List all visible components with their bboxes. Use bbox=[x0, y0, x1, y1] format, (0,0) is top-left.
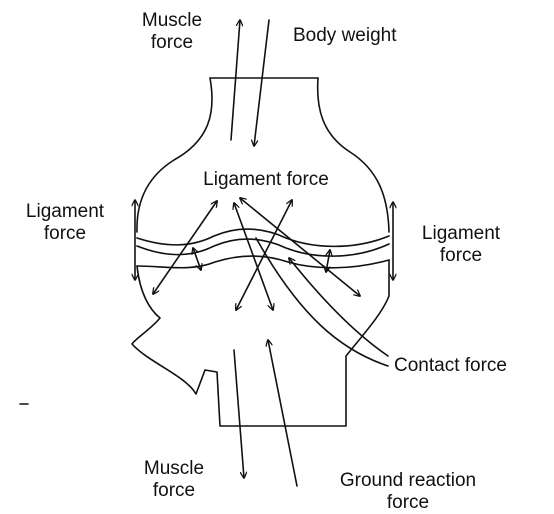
muscle-force-bottom-arrow bbox=[234, 350, 244, 478]
ligament-force-right-label: Ligament force bbox=[400, 223, 522, 267]
contact-force-leader-line bbox=[256, 238, 388, 366]
femur-outline bbox=[137, 78, 389, 232]
ligament-cross-arrow-1 bbox=[153, 201, 217, 294]
body-weight-arrow bbox=[254, 20, 269, 146]
muscle-force-top-label: Muscle force bbox=[126, 10, 218, 54]
ligament-force-middle-label: Ligament force bbox=[176, 169, 356, 191]
cartilage-upper bbox=[137, 229, 389, 246]
cartilage-middle bbox=[137, 239, 389, 256]
ligament-cross-arrow-2 bbox=[236, 200, 292, 310]
ground-reaction-force-arrow bbox=[268, 340, 297, 486]
contact-force-label: Contact force bbox=[394, 355, 554, 377]
muscle-force-bottom-label: Muscle force bbox=[128, 458, 220, 502]
ligament-force-left-label: Ligament force bbox=[10, 201, 120, 245]
tibia-outline bbox=[132, 260, 389, 426]
body-weight-label: Body weight bbox=[293, 25, 453, 47]
ground-reaction-force-label: Ground reaction force bbox=[303, 470, 513, 514]
muscle-force-top-arrow bbox=[231, 20, 240, 140]
